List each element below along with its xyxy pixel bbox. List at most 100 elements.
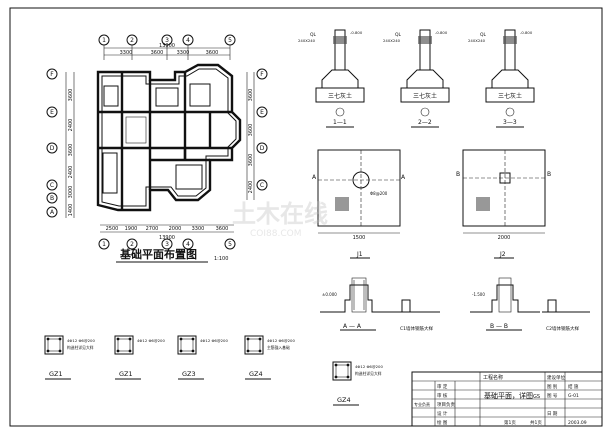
row-axis-left-C: C [46, 179, 58, 191]
col-axis-top-4: 4 [182, 34, 194, 46]
svg-text:4Φ12 Φ6@200: 4Φ12 Φ6@200 [137, 338, 165, 343]
svg-text:构造柱详见大样: 构造柱详见大样 [355, 371, 382, 376]
svg-text:A: A [50, 209, 55, 216]
tb-label-1: 审 定 [437, 383, 448, 390]
svg-text:4: 4 [186, 241, 190, 248]
plan-title: 基础平面布置图 [119, 247, 197, 261]
plan-scale: 1:100 [214, 256, 228, 262]
svg-text:E: E [50, 109, 54, 116]
pad-footing-j1: A A Φ8@200 1500 J1 [312, 149, 406, 259]
row-axis-left-F: F [46, 68, 58, 80]
column-5: 4Φ12 Φ6@200 构造柱详见大样 GZ4 [332, 361, 383, 406]
svg-text:5: 5 [228, 241, 232, 248]
pad-j2-dim: 2000 [498, 235, 511, 241]
detail-c1: C1墙体钢筋大样 [396, 299, 440, 332]
detail-bb-elev: -1.500 [472, 292, 485, 297]
pad-j1-dim: 1500 [353, 235, 366, 241]
tb-right-label-4: 日 期 [547, 411, 558, 417]
svg-text:F: F [50, 71, 54, 78]
tb-right-label-3: 图 号 [547, 393, 558, 399]
svg-text:QL: QL [310, 32, 317, 38]
svg-text:QL: QL [395, 32, 402, 38]
svg-text:构造柱详见大样: 构造柱详见大样 [67, 345, 94, 350]
plan-walls [96, 63, 242, 212]
tb-total: 共1页 [530, 419, 542, 426]
svg-text:4Φ12 Φ6@200: 4Φ12 Φ6@200 [200, 338, 228, 343]
svg-text:F: F [260, 71, 264, 78]
col-axis-top-2: 2 [126, 34, 138, 46]
detail-c2-title: C2墙体钢筋大样 [546, 325, 580, 332]
plan-top-dim-4: 3600 [206, 50, 219, 56]
row-axis-left-D: D [46, 142, 58, 154]
pad-j1-note: Φ8@200 [370, 191, 388, 196]
svg-text:QL: QL [480, 32, 487, 38]
detail-bb: -1.500 B — B [470, 277, 540, 331]
svg-text:C: C [50, 182, 54, 189]
col-axis-top-1: 1 [98, 34, 110, 46]
svg-text:主筋锚入基础: 主筋锚入基础 [267, 345, 290, 350]
tb-drawing-code: GS [533, 394, 540, 400]
plan-right-dim-4: 2400 [248, 181, 254, 194]
pad-j1-cut-a2: A [401, 174, 406, 181]
svg-text:2: 2 [130, 37, 134, 44]
tb-right-label-1: 建设单位 [547, 374, 565, 381]
col-axis-bottom-5: 5 [224, 238, 236, 250]
row-axis-right-F: F [256, 68, 268, 80]
row-axis-right-D: D [256, 142, 268, 154]
sheet-border [9, 7, 603, 427]
svg-text:240X240: 240X240 [383, 38, 401, 43]
col-axis-bottom-2: 2 [126, 238, 138, 250]
detail-aa-title: A — A [343, 323, 362, 330]
plan-right-dim-1: 3600 [248, 89, 254, 102]
detail-aa: ±0.000 A — A [320, 277, 396, 331]
tb-sheet: 第1页 [504, 419, 516, 426]
pad-j2-cut-b2: B [547, 171, 551, 178]
svg-text:3—3: 3—3 [503, 119, 517, 126]
detail-aa-elev: ±0.000 [322, 292, 337, 297]
svg-text:4Φ12 Φ6@200: 4Φ12 Φ6@200 [355, 364, 383, 369]
pad-j2-label: J2 [499, 251, 506, 258]
svg-text:4Φ12 Φ6@200: 4Φ12 Φ6@200 [267, 338, 295, 343]
svg-text:1: 1 [102, 37, 106, 44]
watermark: 土木在线 COI88.COM [232, 200, 328, 239]
plan-bottom-dim-4: 2000 [169, 226, 182, 232]
tb-drawing-title: 基础平面，详图 [484, 391, 533, 400]
detail-c2: C2墙体钢筋大样 [542, 299, 590, 332]
svg-text:1—1: 1—1 [333, 119, 347, 126]
watermark-cn: 土木在线 [232, 200, 328, 228]
plan-left-dim-3: 3600 [68, 144, 74, 157]
svg-text:GZ1: GZ1 [119, 370, 133, 378]
plan-bottom-dim-3: 2700 [146, 226, 159, 232]
row-axis-right-E: E [256, 106, 268, 118]
plan-right-dim-3: 3600 [248, 154, 254, 167]
plan-bottom-dim-2: 1900 [125, 226, 138, 232]
plan-left-dim-4: 2400 [68, 166, 74, 179]
detail-bb-title: B — B [490, 323, 508, 330]
svg-text:240X240: 240X240 [298, 38, 316, 43]
pad-j2-cut-b: B [456, 171, 460, 178]
svg-text:GZ4: GZ4 [337, 396, 351, 404]
svg-text:-0.800: -0.800 [435, 30, 448, 35]
plan-right-dim-2: 3600 [248, 124, 254, 137]
watermark-en: COI88.COM [250, 229, 301, 239]
tb-date: 2003.09 [568, 420, 587, 426]
tb-drawing-no: G-01 [568, 393, 579, 399]
svg-text:C: C [260, 182, 264, 189]
detail-c1-title: C1墙体钢筋大样 [400, 325, 434, 332]
svg-text:2: 2 [130, 241, 134, 248]
plan-bottom-dim-6: 3600 [216, 226, 229, 232]
col-axis-bottom-4: 4 [182, 238, 194, 250]
plan-left-dim-1: 3600 [68, 89, 74, 102]
plan-bottom-dim-1: 2500 [106, 226, 119, 232]
svg-text:D: D [260, 145, 265, 152]
